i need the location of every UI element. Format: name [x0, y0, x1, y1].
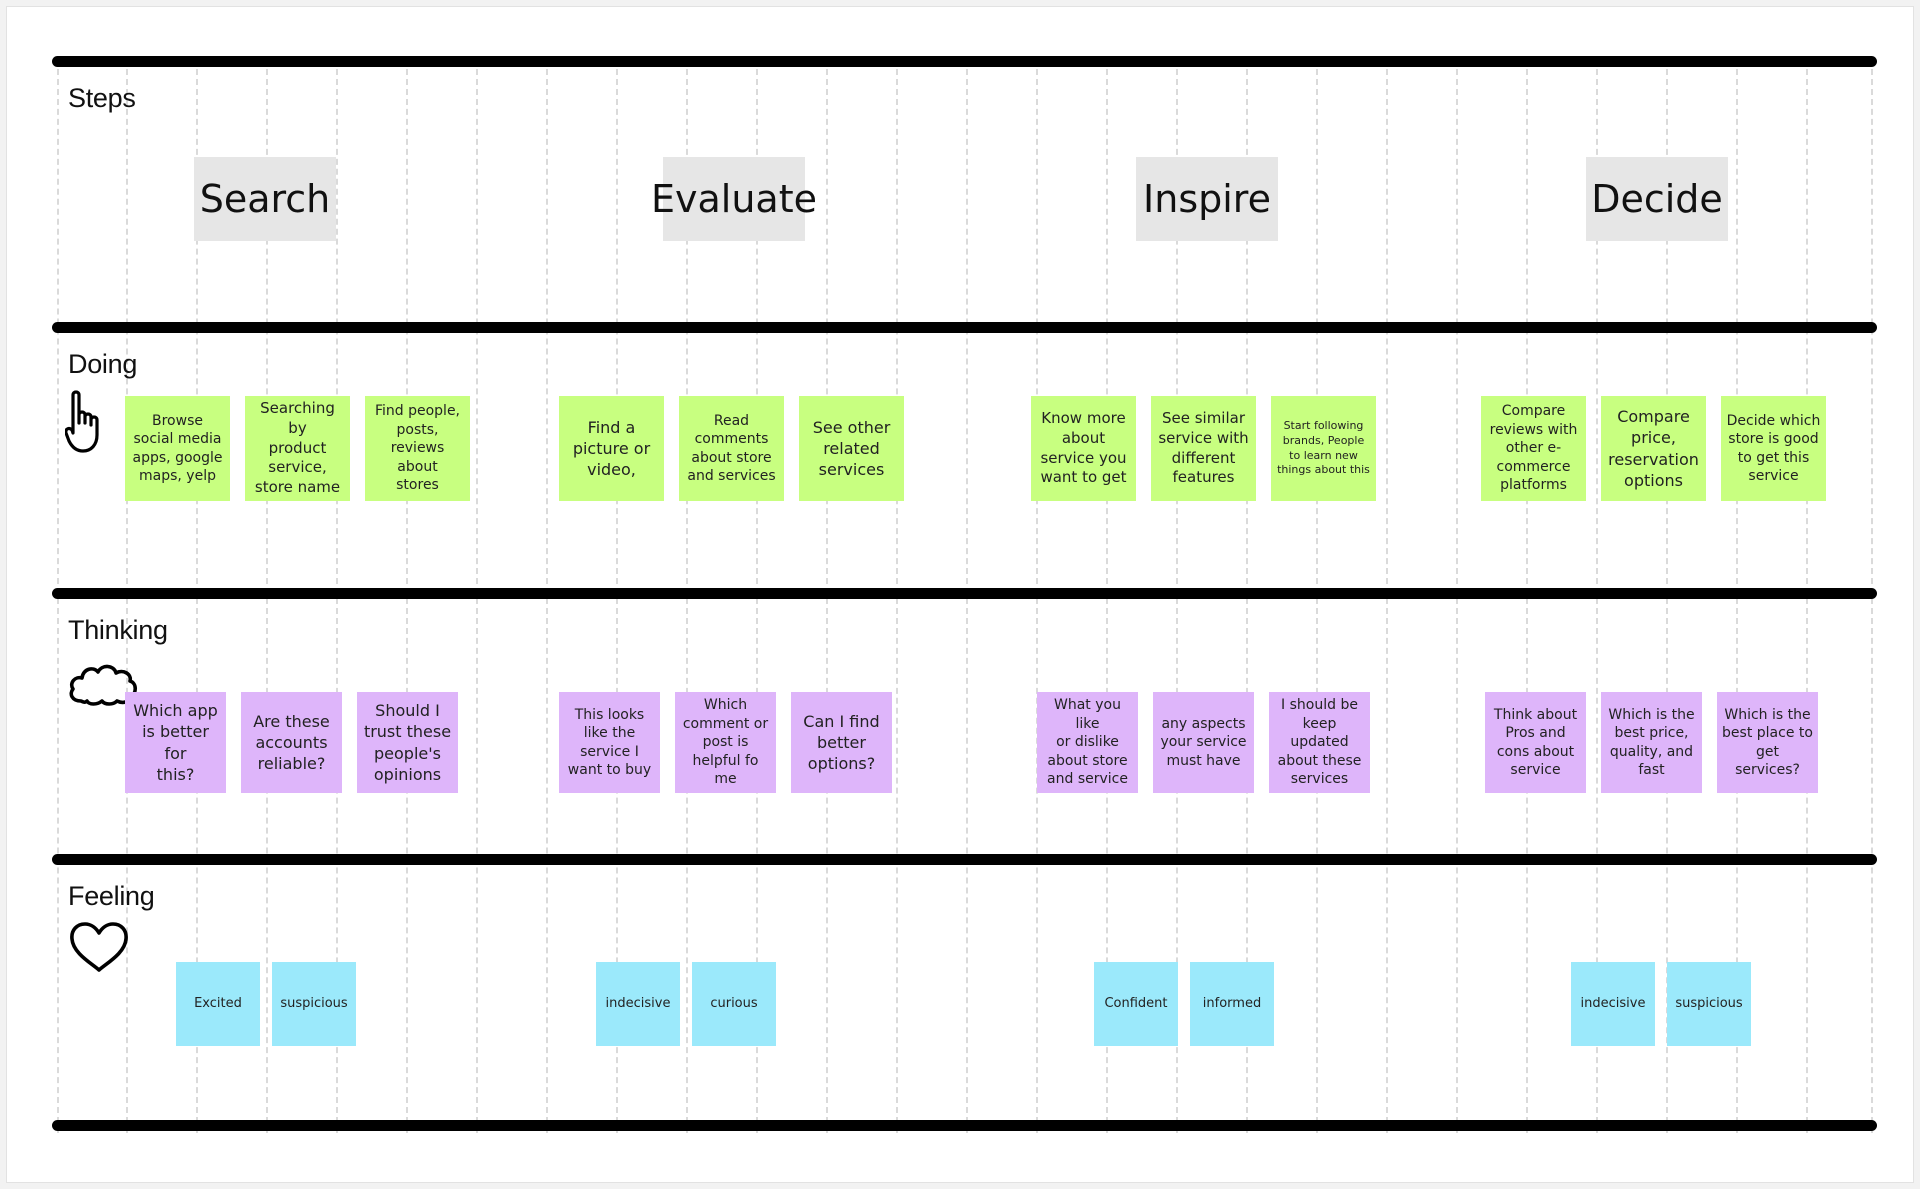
doing-note: See other related services: [799, 396, 904, 501]
row-divider: [52, 854, 1877, 865]
grid-line: [126, 69, 128, 1133]
feeling-note: Excited: [176, 962, 260, 1046]
step-card-evaluate: Evaluate: [651, 157, 817, 241]
heart-icon: [70, 922, 128, 972]
step-card-decide: Decide: [1586, 157, 1728, 241]
grid-line: [1246, 69, 1248, 1133]
grid-line: [546, 69, 548, 1133]
grid-line: [1176, 69, 1178, 1133]
grid-line: [406, 69, 408, 1133]
thinking-note: What you like or dislike about store and…: [1037, 692, 1138, 793]
grid-line: [336, 69, 338, 1133]
doing-note: Find people, posts, reviews about stores: [365, 396, 470, 501]
thinking-note: This looks like the service I want to bu…: [559, 692, 660, 793]
row-label-doing: Doing: [68, 349, 138, 379]
doing-note: Decide which store is good to get this s…: [1721, 396, 1826, 501]
grid-line: [1316, 69, 1318, 1133]
doing-note: Start following brands, People to learn …: [1271, 396, 1376, 501]
step-card-inspire: Inspire: [1136, 157, 1278, 241]
thinking-note: Which is the best place to get services?: [1717, 692, 1818, 793]
doing-note: Searching by product service, store name: [245, 396, 350, 501]
grid-line: [756, 69, 758, 1133]
doing-note: Know more about service you want to get: [1031, 396, 1136, 501]
step-card-search: Search: [194, 157, 336, 241]
row-divider: [52, 1120, 1877, 1131]
feeling-note: indecisive: [596, 962, 680, 1046]
row-divider: [52, 56, 1877, 67]
grid-line: [896, 69, 898, 1133]
row-label-feeling: Feeling: [68, 881, 155, 911]
grid-line: [57, 69, 59, 1133]
feeling-note: indecisive: [1571, 962, 1655, 1046]
feeling-note: suspicious: [1667, 962, 1751, 1046]
grid-line: [196, 69, 198, 1133]
thinking-note: Should I trust these people's opinions: [357, 692, 458, 793]
doing-note: Find a picture or video,: [559, 396, 664, 501]
thinking-note: Are these accounts reliable?: [241, 692, 342, 793]
cloud-icon: [69, 664, 138, 706]
row-label-thinking: Thinking: [68, 615, 168, 645]
grid-line: [686, 69, 688, 1133]
doing-note: Compare reviews with other e- commerce p…: [1481, 396, 1586, 501]
grid-line: [476, 69, 478, 1133]
feeling-note: suspicious: [272, 962, 356, 1046]
grid-line: [1526, 69, 1528, 1133]
grid-line: [1106, 69, 1108, 1133]
journey-map-board: Steps Doing Thinking Feeling Search Eval…: [6, 6, 1914, 1183]
row-divider: [52, 322, 1877, 333]
grid-line: [1736, 69, 1738, 1133]
doing-note: Browse social media apps, google maps, y…: [125, 396, 230, 501]
grid-line: [1386, 69, 1388, 1133]
row-divider: [52, 588, 1877, 599]
grid-line: [1871, 69, 1873, 1133]
pointing-hand-icon: [65, 390, 99, 453]
grid-line: [826, 69, 828, 1133]
thinking-note: Which comment or post is helpful fo me: [675, 692, 776, 793]
grid-line: [616, 69, 618, 1133]
grid-line: [1806, 69, 1808, 1133]
thinking-note: I should be keep updated about these ser…: [1269, 692, 1370, 793]
grid-line: [1456, 69, 1458, 1133]
grid-line: [1036, 69, 1038, 1133]
grid-line: [966, 69, 968, 1133]
thinking-note: Which app is better for this?: [125, 692, 226, 793]
grid-line: [266, 69, 268, 1133]
thinking-note: Think about Pros and cons about service: [1485, 692, 1586, 793]
doing-note: Compare price, reservation options: [1601, 396, 1706, 501]
feeling-note: Confident: [1094, 962, 1178, 1046]
thinking-note: Can I find better options?: [791, 692, 892, 793]
feeling-note: informed: [1190, 962, 1274, 1046]
doing-note: Read comments about store and services: [679, 396, 784, 501]
feeling-note: curious: [692, 962, 776, 1046]
grid-line: [1596, 69, 1598, 1133]
thinking-note: Which is the best price, quality, and fa…: [1601, 692, 1702, 793]
thinking-note: any aspects your service must have: [1153, 692, 1254, 793]
doing-note: See similar service with different featu…: [1151, 396, 1256, 501]
grid-line: [1666, 69, 1668, 1133]
row-label-steps: Steps: [68, 83, 136, 113]
